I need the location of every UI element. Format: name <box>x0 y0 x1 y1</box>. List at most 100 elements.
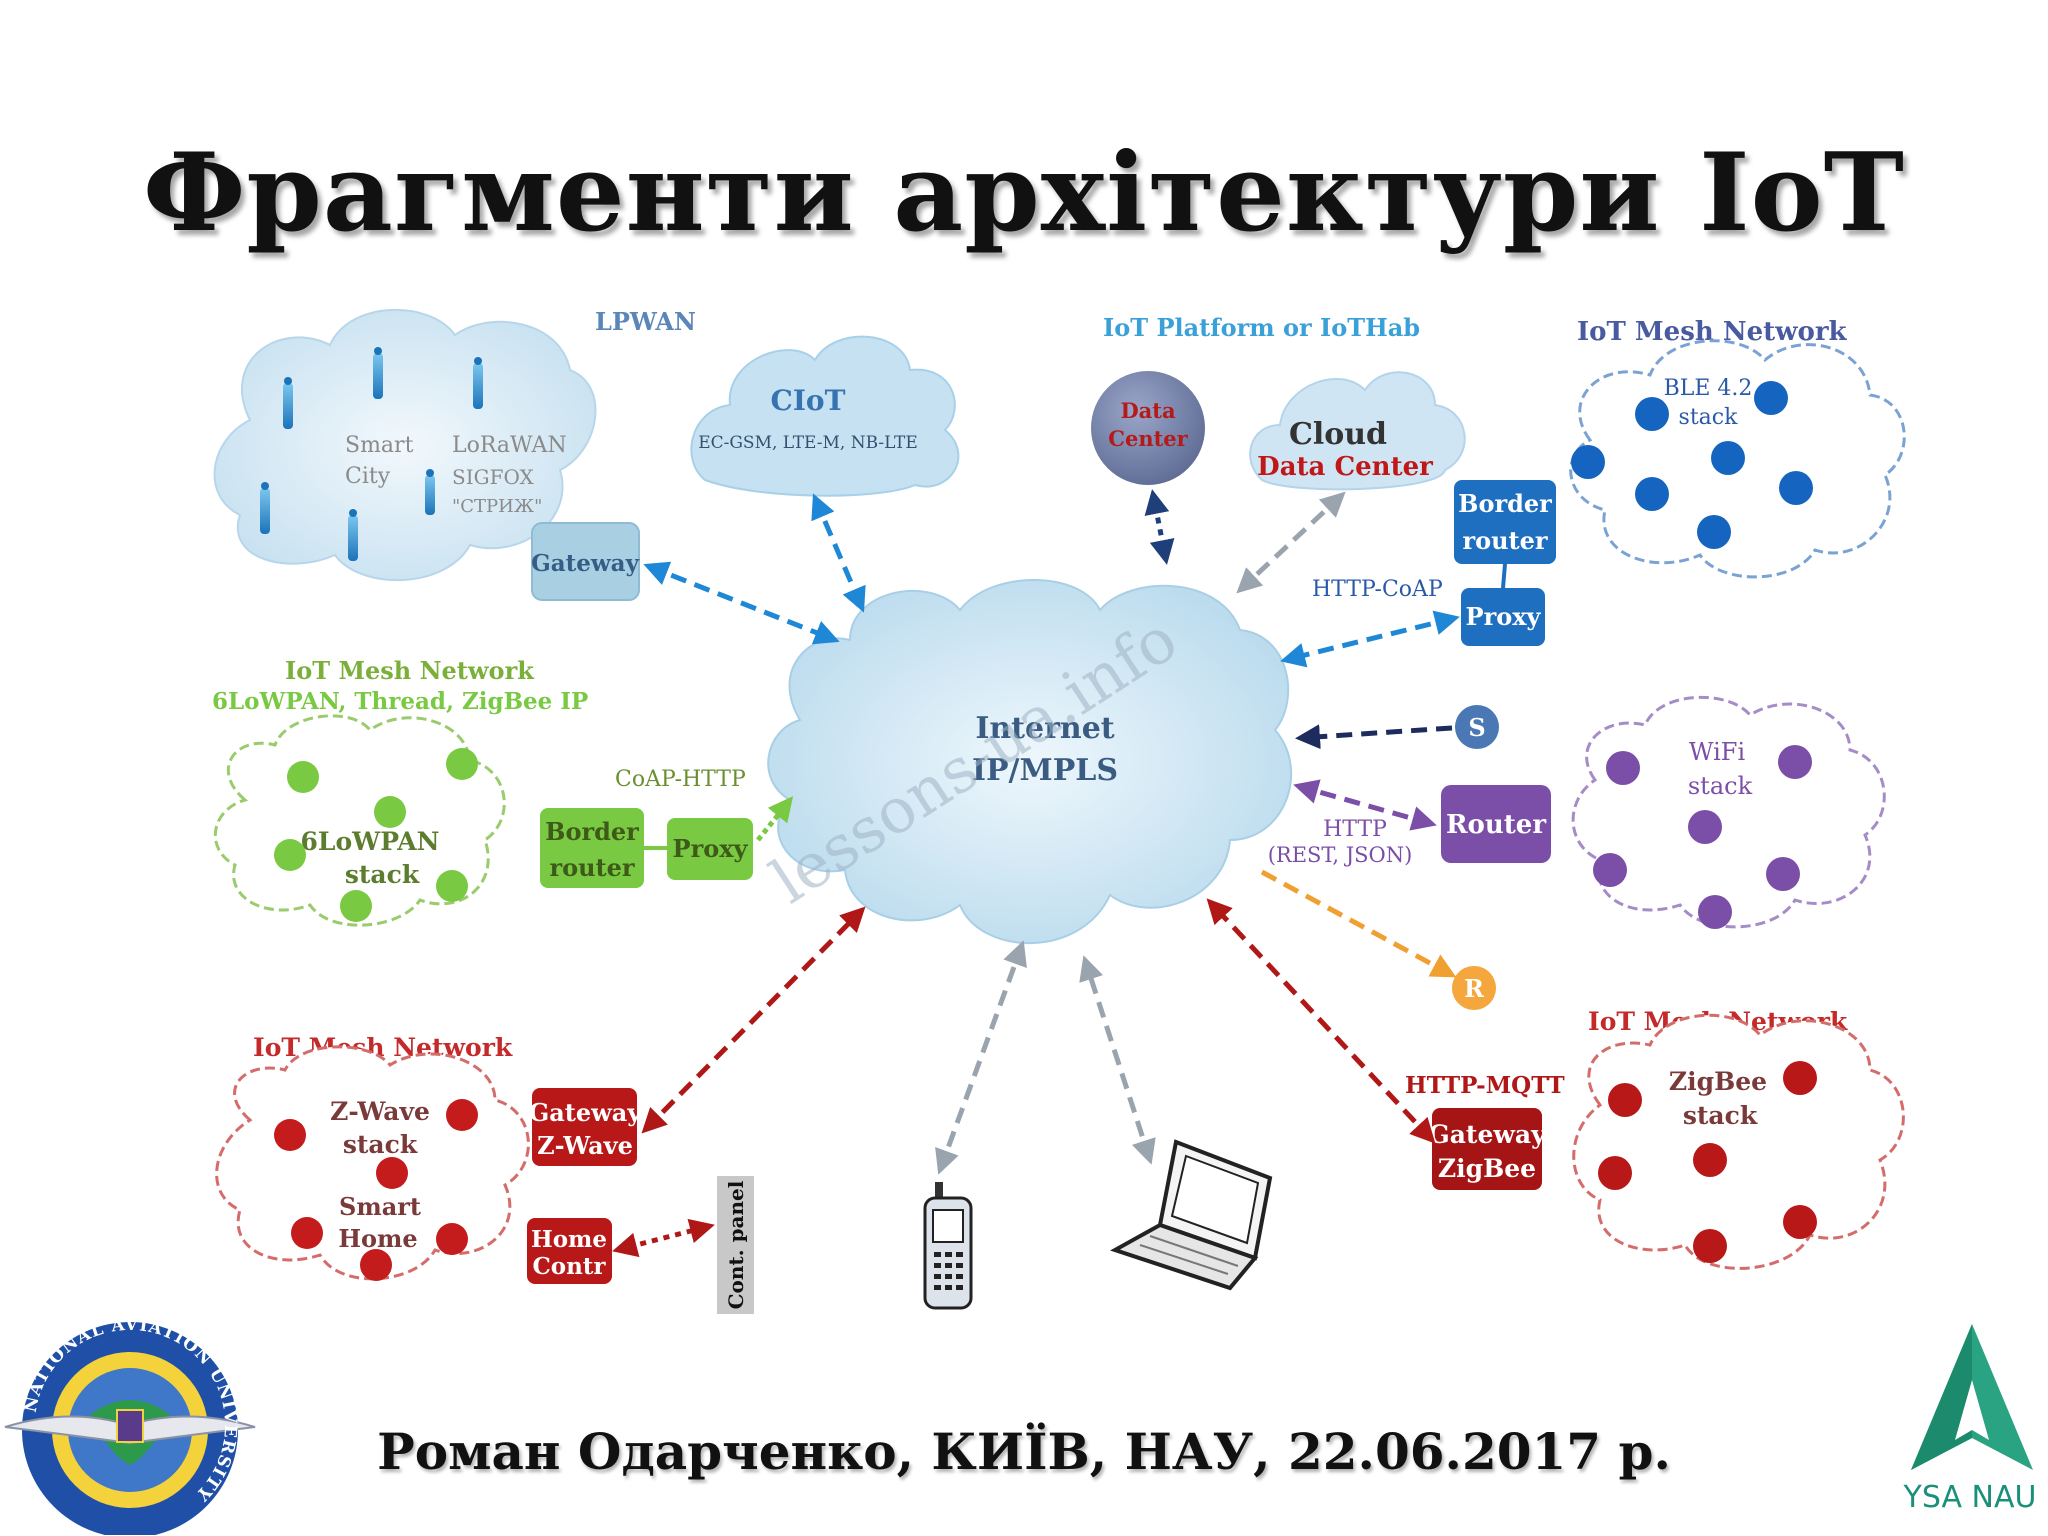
wifi-protocol-line-2: (REST, JSON) <box>1268 843 1413 867</box>
sixlowpan-border-router-line-1: Border <box>545 817 639 846</box>
zwave-gateway-line-1: Gateway <box>529 1098 643 1127</box>
sixlowpan-node <box>446 748 478 780</box>
arrow-ciot-internet <box>811 493 866 613</box>
sixlowpan-node <box>274 839 306 871</box>
zwave-gateway-box: Gateway Z-Wave <box>529 1088 643 1166</box>
r-node: R <box>1452 966 1496 1010</box>
arrow-cloud-internet <box>1236 491 1346 594</box>
cloud-dc-subtitle: Data Center <box>1257 452 1433 482</box>
cloud-data-center: Cloud Data Center <box>1249 371 1466 491</box>
sixlowpan-stack-line-2: stack <box>345 860 420 889</box>
ble-node <box>1697 515 1731 549</box>
sixlowpan-proxy-box: Proxy <box>667 818 753 880</box>
sixlowpan-border-router-box: Border router <box>540 808 644 888</box>
lpwan-sigfox: SIGFOX <box>452 465 535 489</box>
smart-city-line-2: City <box>345 464 391 489</box>
control-panel-box: Cont. panel <box>717 1176 754 1314</box>
zigbee-node <box>1693 1143 1727 1177</box>
internet-sublabel: IP/MPLS <box>972 753 1118 788</box>
zigbee-node <box>1693 1229 1727 1263</box>
ble-node <box>1754 381 1788 415</box>
wifi-node <box>1688 810 1722 844</box>
wifi-node <box>1593 853 1627 887</box>
wifi-node <box>1766 857 1800 891</box>
sixlowpan-node <box>340 890 372 922</box>
wifi-cloud: WiFi stack <box>1571 695 1886 929</box>
data-center-line-2: Center <box>1108 426 1188 451</box>
footer-author-line: Роман Одарченко, КИЇВ, НАУ, 22.06.2017 р… <box>377 1422 1671 1481</box>
sixlowpan-node <box>374 796 406 828</box>
lpwan-strizh: "СТРИЖ" <box>452 496 542 517</box>
ble-border-router-line-2: router <box>1462 526 1547 555</box>
wifi-stack-line-2: stack <box>1688 772 1753 800</box>
ble-protocol-label: HTTP-CoAP <box>1312 577 1443 602</box>
ble-border-router-box: Border router <box>1454 480 1556 564</box>
cell-tower-icon <box>473 357 483 409</box>
arrow-laptop-internet <box>1079 955 1156 1165</box>
wifi-node <box>1606 751 1640 785</box>
lpwan-lorawan: LoRaWAN <box>452 433 567 458</box>
arrow-gateway-internet <box>643 561 840 645</box>
wifi-router-box: Router <box>1441 785 1551 863</box>
cell-tower-icon <box>373 347 383 399</box>
zigbee-cloud: ZigBee stack <box>1572 1013 1905 1270</box>
ble-mesh-cloud: BLE 4.2 stack <box>1569 339 1906 579</box>
lpwan-cloud: LPWAN Smart City LoRaWAN SIGFOX "СТРИЖ" <box>213 307 696 581</box>
arrow-homecontr-panel <box>612 1218 715 1258</box>
connection-arrows <box>612 489 1460 1258</box>
internet-cloud: Internet IP/MPLS <box>767 579 1293 945</box>
zwave-smart-home-line-1: Smart <box>339 1192 421 1221</box>
zwave-node <box>274 1119 306 1151</box>
ble-border-router-line-1: Border <box>1458 489 1552 518</box>
sixlowpan-border-router-line-2: router <box>549 853 634 882</box>
zigbee-gateway-box: Gateway ZigBee <box>1428 1108 1547 1190</box>
cloud-dc-title: Cloud <box>1289 417 1387 452</box>
wifi-protocol-line-1: HTTP <box>1323 817 1387 842</box>
internet-label: Internet <box>975 711 1114 746</box>
sixlowpan-node <box>287 761 319 793</box>
ble-stack-line-2: stack <box>1679 405 1739 430</box>
wifi-stack-line-1: WiFi <box>1689 738 1746 766</box>
zigbee-node <box>1783 1205 1817 1239</box>
wifi-router-label: Router <box>1446 810 1546 840</box>
arrow-internet-r <box>1260 869 1457 978</box>
zigbee-protocol-label: HTTP-MQTT <box>1405 1072 1565 1099</box>
lpwan-gateway-box: Gateway <box>531 522 640 601</box>
cell-tower-icon <box>260 482 270 534</box>
sixlowpan-cloud: 6LoWPAN stack <box>213 714 506 927</box>
ble-node <box>1571 445 1605 479</box>
nau-seal-logo: NATIONAL AVIATION UNIVERSITY <box>4 1315 256 1535</box>
sixlowpan-node <box>436 870 468 902</box>
data-center-sphere: Data Center <box>1091 371 1205 485</box>
ciot-cloud: CIoT EC-GSM, LTE-M, NB-LTE <box>690 335 960 497</box>
zwave-stack-line-2: stack <box>343 1130 418 1159</box>
home-controller-line-1: Home <box>531 1226 607 1253</box>
mobile-phone-icon <box>923 1182 973 1310</box>
ble-node <box>1635 397 1669 431</box>
wifi-node <box>1778 745 1812 779</box>
wifi-node <box>1698 895 1732 929</box>
zwave-cloud: Z-Wave stack Smart Home <box>215 1045 530 1281</box>
zigbee-node <box>1783 1061 1817 1095</box>
laptop-icon <box>1110 1139 1273 1291</box>
lpwan-heading: LPWAN <box>595 307 696 336</box>
ble-node <box>1779 471 1813 505</box>
sixlowpan-stack-line-1: 6LoWPAN <box>301 827 440 856</box>
data-center-line-1: Data <box>1120 398 1176 423</box>
arrow-s-internet <box>1295 724 1453 750</box>
r-node-label: R <box>1464 974 1485 1003</box>
zigbee-node <box>1608 1083 1642 1117</box>
s-node: S <box>1455 705 1499 749</box>
arrow-proxy-internet <box>1280 610 1460 668</box>
zwave-smart-home-line-2: Home <box>338 1224 417 1253</box>
slide-title: Фрагменти архітектури IoT <box>142 130 1906 256</box>
ble-node <box>1711 441 1745 475</box>
zwave-node <box>291 1217 323 1249</box>
zigbee-gateway-line-2: ZigBee <box>1438 1154 1536 1183</box>
zwave-node <box>446 1099 478 1131</box>
ciot-subtitle: EC-GSM, LTE-M, NB-LTE <box>698 433 918 453</box>
ble-proxy-label: Proxy <box>1466 602 1542 631</box>
sixlowpan-heading: IoT Mesh Network <box>285 656 535 685</box>
control-panel-label: Cont. panel <box>724 1180 748 1309</box>
cell-tower-icon <box>425 469 435 515</box>
